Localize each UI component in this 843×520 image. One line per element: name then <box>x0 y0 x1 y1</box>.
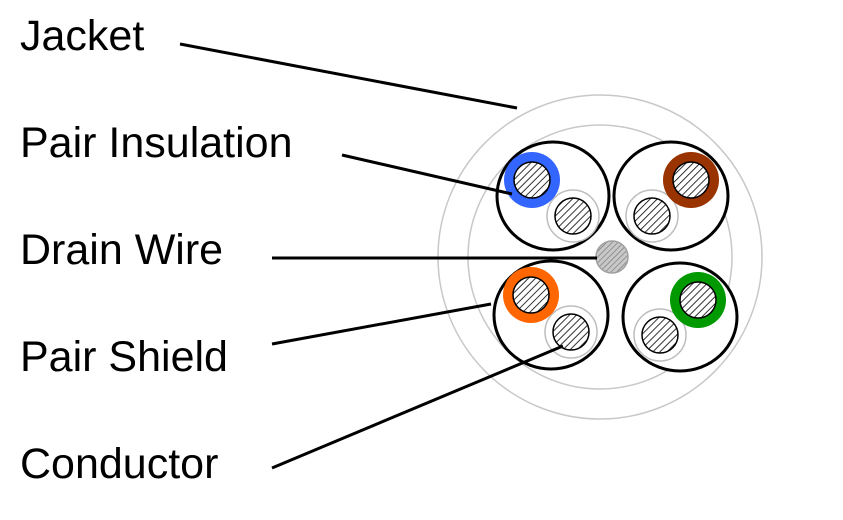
conductor-leader-line <box>271 344 564 470</box>
conductor <box>512 276 550 314</box>
twisted-pair-green <box>621 261 739 373</box>
conductor <box>633 197 671 235</box>
conductor <box>679 281 717 319</box>
conductor <box>552 313 590 351</box>
twisted-pair-blue <box>495 140 611 252</box>
cable-cross-section <box>437 94 763 420</box>
pair-insulation-leader-line <box>341 153 513 196</box>
pair-shield-label: Pair Shield <box>20 333 228 381</box>
pair-shield-leader-line <box>271 302 492 346</box>
drain-wire-label: Drain Wire <box>20 226 223 274</box>
conductor <box>513 161 551 199</box>
conductor <box>672 161 710 199</box>
drain-wire <box>595 240 629 274</box>
jacket-label: Jacket <box>20 12 144 60</box>
twisted-pair-orange <box>492 259 610 371</box>
twisted-pair-brown <box>612 140 730 252</box>
pair-insulation-label: Pair Insulation <box>20 119 293 167</box>
conductor <box>554 197 592 235</box>
conductor-label: Conductor <box>20 440 218 488</box>
jacket-leader-line <box>179 42 518 110</box>
conductor <box>641 316 679 354</box>
